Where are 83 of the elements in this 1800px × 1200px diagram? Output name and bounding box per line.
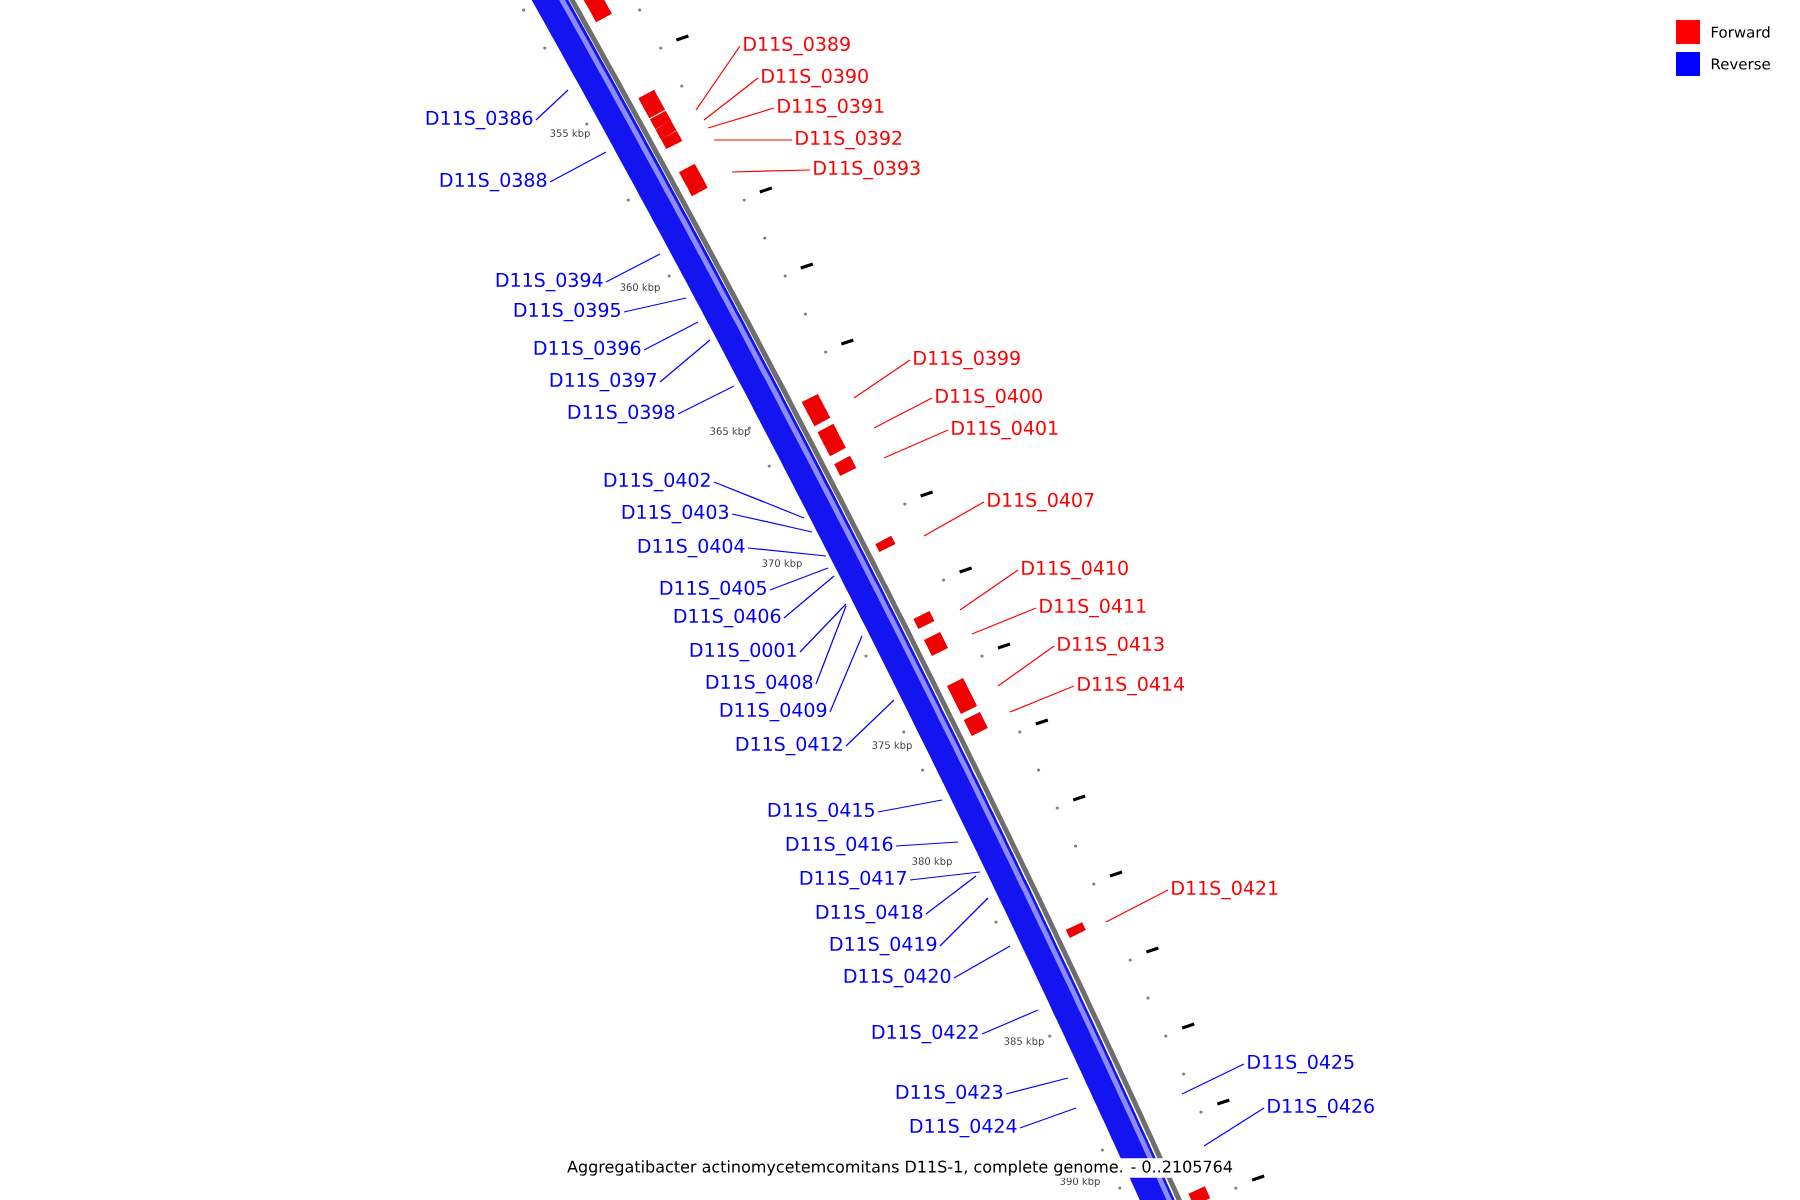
leader-line xyxy=(731,513,813,533)
leader-line xyxy=(883,429,949,459)
gene-label: D11S_0390 xyxy=(762,68,868,88)
gene-label: D11S_0413 xyxy=(1058,636,1164,656)
gene-label: D11S_0393 xyxy=(814,160,920,180)
leader-line xyxy=(923,501,985,537)
gene-label: D11S_0416 xyxy=(786,836,893,856)
leader-line xyxy=(971,607,1037,635)
leader-line xyxy=(769,567,829,591)
gene-label: D11S_0394 xyxy=(496,272,603,292)
gene-label: D11S_0401 xyxy=(952,420,1058,440)
leader-line xyxy=(873,397,933,429)
gene-label: D11S_0400 xyxy=(936,388,1042,408)
gene-label: D11S_0422 xyxy=(872,1024,978,1044)
gene-label: D11S_0397 xyxy=(550,372,656,392)
gene-label: D11S_0404 xyxy=(638,538,745,558)
gene-label: D11S_0420 xyxy=(844,968,951,988)
leader-line xyxy=(713,139,793,141)
leader-line xyxy=(623,297,687,313)
gene-label: D11S_0396 xyxy=(534,340,641,360)
caption: Aggregatibacter actinomycetemcomitans D11S-1, complete genome. - 0..2105764 xyxy=(565,1158,1235,1178)
leader-line xyxy=(925,875,977,915)
leader-line xyxy=(707,107,775,129)
gene-label: D11S_0419 xyxy=(830,936,937,956)
leader-line xyxy=(1005,1077,1069,1095)
leader-line xyxy=(703,77,759,121)
leader-line xyxy=(909,871,981,881)
leader-line xyxy=(783,575,835,619)
leader-line xyxy=(997,645,1055,687)
leader-line xyxy=(535,89,569,121)
leader-line xyxy=(1105,889,1169,923)
leader-line xyxy=(853,359,911,399)
gene-label: D11S_0388 xyxy=(440,172,547,192)
gene-label: D11S_0395 xyxy=(514,302,620,322)
gene-label: D11S_0421 xyxy=(1172,880,1278,900)
leader-line xyxy=(877,799,943,813)
leader-line xyxy=(695,45,741,111)
gene-label: D11S_0426 xyxy=(1268,1098,1374,1118)
leader-line xyxy=(1181,1063,1245,1095)
gene-label: D11S_0386 xyxy=(426,110,533,130)
gene-label: D11S_0001 xyxy=(690,642,796,662)
gene-label: D11S_0391 xyxy=(778,98,884,118)
leader-line xyxy=(659,339,711,383)
gene-label: D11S_0411 xyxy=(1040,598,1146,618)
leader-line xyxy=(677,385,735,415)
gene-label: D11S_0409 xyxy=(720,702,827,722)
leader-line xyxy=(939,897,989,947)
gene-label: D11S_0418 xyxy=(816,904,923,924)
leader-line xyxy=(549,151,607,183)
gene-label: D11S_0403 xyxy=(622,504,729,524)
gene-label: D11S_0423 xyxy=(896,1084,1003,1104)
leader-line xyxy=(953,945,1011,979)
leader-line xyxy=(799,603,847,653)
gene-label: D11S_0414 xyxy=(1078,676,1185,696)
leader-line xyxy=(829,635,863,713)
leader-line xyxy=(1009,685,1075,713)
gene-label: D11S_0402 xyxy=(604,472,710,492)
leader-line xyxy=(981,1009,1039,1035)
gene-label: D11S_0412 xyxy=(736,736,842,756)
gene-label: D11S_0410 xyxy=(1022,560,1128,580)
leader-line xyxy=(713,481,805,519)
leader-line xyxy=(1203,1107,1265,1147)
gene-label: D11S_0399 xyxy=(914,350,1020,370)
leader-line xyxy=(605,253,661,283)
gene-label: D11S_0415 xyxy=(768,802,874,822)
leader-line xyxy=(845,699,895,747)
gene-label: D11S_0392 xyxy=(796,130,902,150)
gene-label: D11S_0405 xyxy=(660,580,766,600)
gene-label: D11S_0424 xyxy=(910,1118,1017,1138)
leader-line xyxy=(815,605,847,685)
gene-label: D11S_0408 xyxy=(706,674,813,694)
gene-label: D11S_0389 xyxy=(744,36,850,56)
gene-label: D11S_0406 xyxy=(674,608,781,628)
leader-line xyxy=(1019,1107,1077,1129)
leader-line xyxy=(747,547,827,557)
leader-line xyxy=(895,841,959,847)
gene-label: D11S_0417 xyxy=(800,870,906,890)
leader-line xyxy=(731,169,811,173)
gene-label: D11S_0425 xyxy=(1248,1054,1354,1074)
leader-line xyxy=(959,569,1019,611)
gene-label: D11S_0398 xyxy=(568,404,675,424)
gene-label: D11S_0407 xyxy=(988,492,1094,512)
leader-line xyxy=(643,321,699,351)
